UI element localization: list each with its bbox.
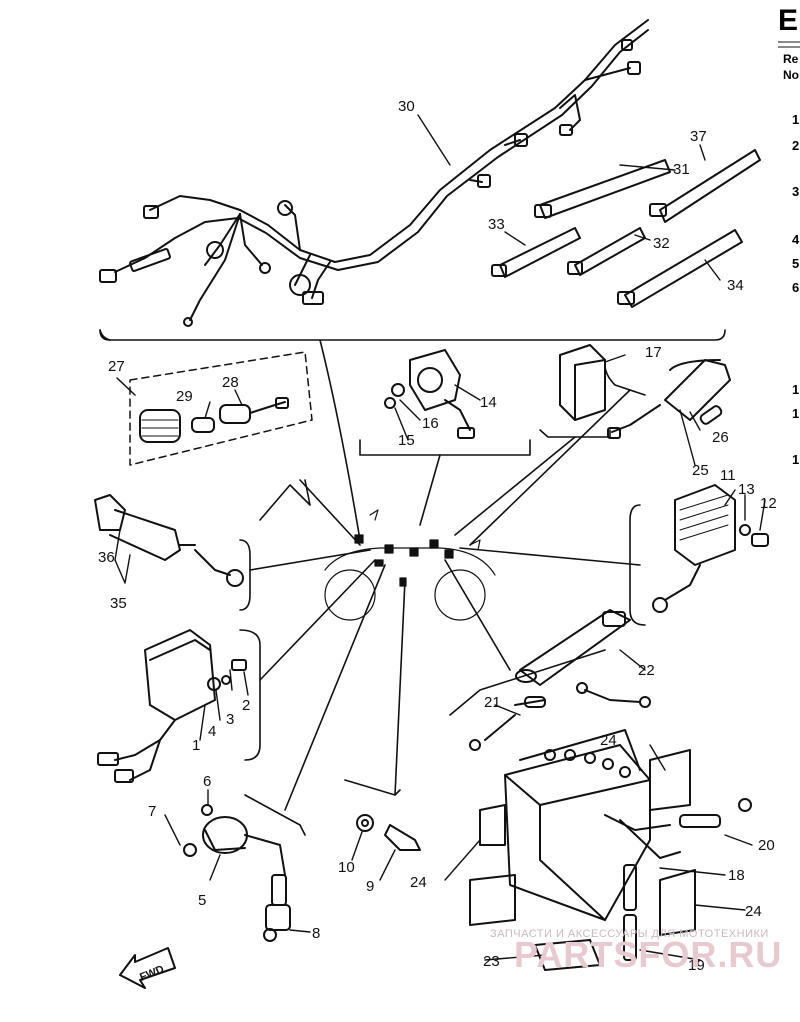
callout-36: 36 [98, 549, 115, 566]
callout-27: 27 [108, 358, 125, 375]
margin-mark: 5 [792, 256, 800, 271]
callout-leaders [114, 114, 766, 961]
neutral-switch [94, 494, 244, 587]
margin-mark: 1 [792, 452, 800, 467]
bolt-and-washer [356, 814, 421, 851]
ignition-coil [607, 359, 731, 439]
callout-18: 18 [728, 867, 745, 884]
callout-35: 35 [110, 595, 127, 612]
wire-harness [99, 19, 649, 327]
callout-32: 32 [653, 235, 670, 252]
margin-mark: 4 [792, 232, 800, 247]
callout-22: 22 [638, 662, 655, 679]
callout-13: 13 [738, 481, 755, 498]
callout-4: 4 [208, 723, 216, 740]
header-rule [778, 41, 800, 48]
rectifier-regulator [652, 484, 769, 613]
callout-17: 17 [645, 344, 662, 361]
callout-37: 37 [690, 128, 707, 145]
battery-assembly [469, 682, 752, 971]
callout-20: 20 [758, 837, 775, 854]
margin-mark: 1 [792, 112, 800, 127]
horn-assembly [183, 804, 291, 942]
callout-21: 21 [484, 694, 501, 711]
callout-24: 24 [745, 903, 762, 920]
cable-ties [491, 149, 761, 308]
header-line-1: Re [783, 52, 799, 66]
callout-7: 7 [148, 803, 156, 820]
fwd-arrow-icon: FWD [119, 947, 176, 989]
frame-outline [324, 509, 496, 621]
callout-9: 9 [366, 878, 374, 895]
margin-mark: 1 [792, 406, 800, 421]
margin-mark: 3 [792, 184, 800, 199]
callout-24: 24 [600, 732, 617, 749]
callout-28: 28 [222, 374, 239, 391]
callout-8: 8 [312, 925, 320, 942]
callout-14: 14 [480, 394, 497, 411]
margin-mark: 1 [792, 382, 800, 397]
callout-31: 31 [673, 161, 690, 178]
callout-25: 25 [692, 462, 709, 479]
callout-34: 34 [727, 277, 744, 294]
callout-3: 3 [226, 711, 234, 728]
callout-15: 15 [398, 432, 415, 449]
callout-23: 23 [483, 953, 500, 970]
callout-1: 1 [192, 737, 200, 754]
callout-24: 24 [410, 874, 427, 891]
watermark-tagline: ЗАПЧАСТИ И АКСЕССУАРЫ ДЛЯ МОТОТЕХНИКИ [490, 928, 769, 940]
callout-16: 16 [422, 415, 439, 432]
flasher-relay [559, 344, 606, 421]
callout-26: 26 [712, 429, 729, 446]
callout-11: 11 [720, 467, 736, 484]
callout-19: 19 [688, 957, 705, 974]
fuse-kit [116, 351, 313, 466]
callout-10: 10 [338, 859, 355, 876]
margin-mark: 6 [792, 280, 800, 295]
callout-29: 29 [176, 388, 193, 405]
callout-2: 2 [242, 697, 250, 714]
callout-5: 5 [198, 892, 206, 909]
callout-6: 6 [203, 773, 211, 790]
callout-33: 33 [488, 216, 505, 233]
callout-12: 12 [760, 495, 777, 512]
fwd-label: FWD [138, 963, 166, 984]
cdi-unit [97, 629, 247, 783]
callout-30: 30 [398, 98, 415, 115]
battery-strap [515, 609, 631, 686]
margin-mark: 2 [792, 138, 800, 153]
header-line-2: No [783, 68, 799, 82]
header-letter: E [778, 4, 799, 37]
watermark-logo: PARTSFOR.RU [514, 934, 783, 975]
starter-relay [384, 349, 475, 439]
